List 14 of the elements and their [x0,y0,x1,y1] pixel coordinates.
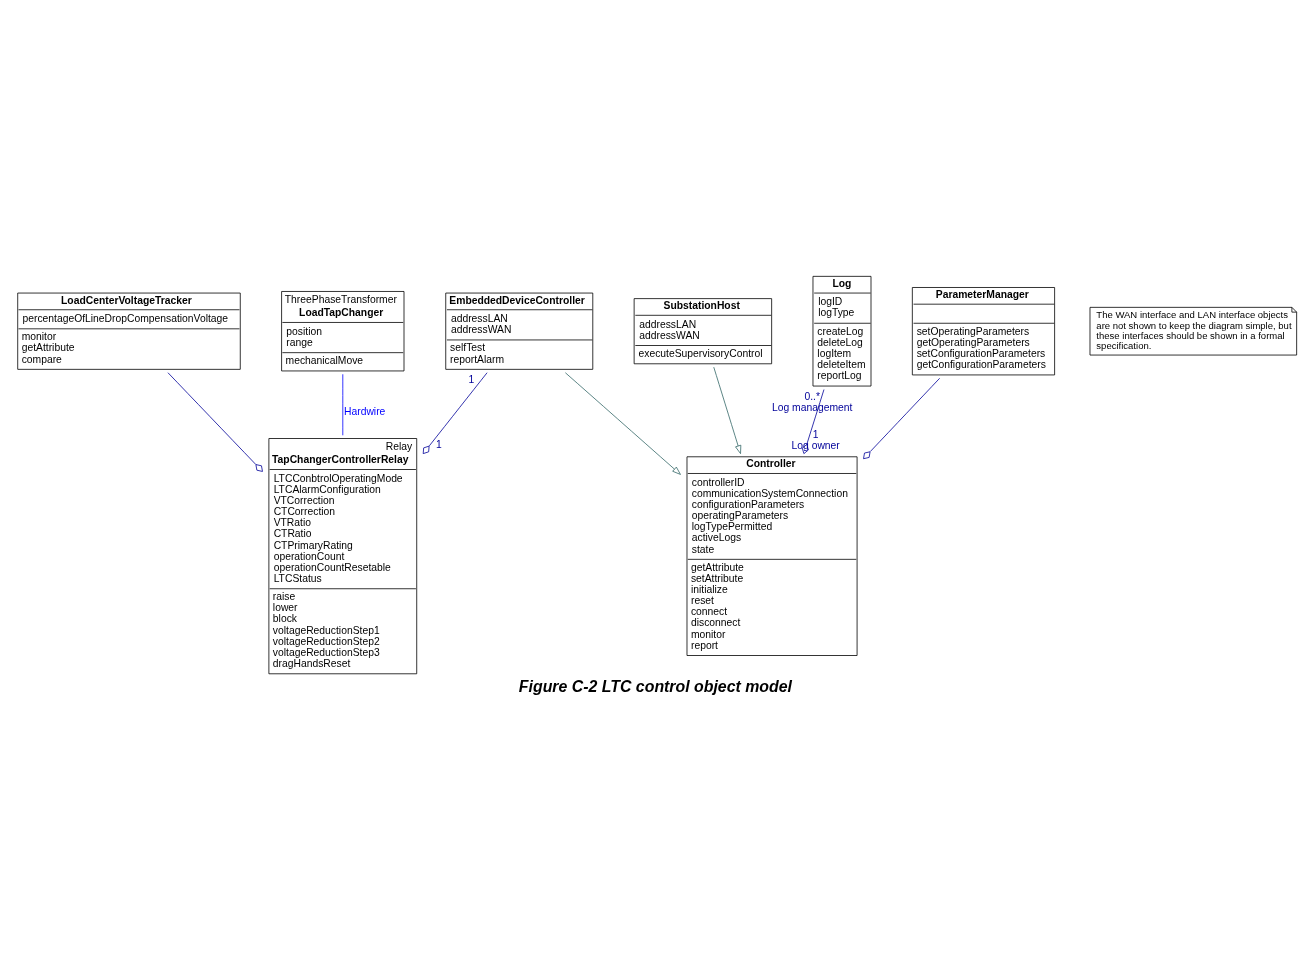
caption: Figure C-2 LTC control object model [518,678,792,696]
label: 1 [435,439,442,451]
connector [422,372,488,454]
edge-label: Hardwire [344,405,386,417]
label: 1 [468,374,475,386]
label: Log owner [791,439,840,451]
connector [801,389,825,454]
arrow [564,372,681,475]
arrow [713,366,742,454]
label: 0..* [804,390,820,402]
connector [863,377,941,460]
label: 1 [812,428,819,440]
label: Log management [771,401,853,413]
connector [167,372,263,472]
